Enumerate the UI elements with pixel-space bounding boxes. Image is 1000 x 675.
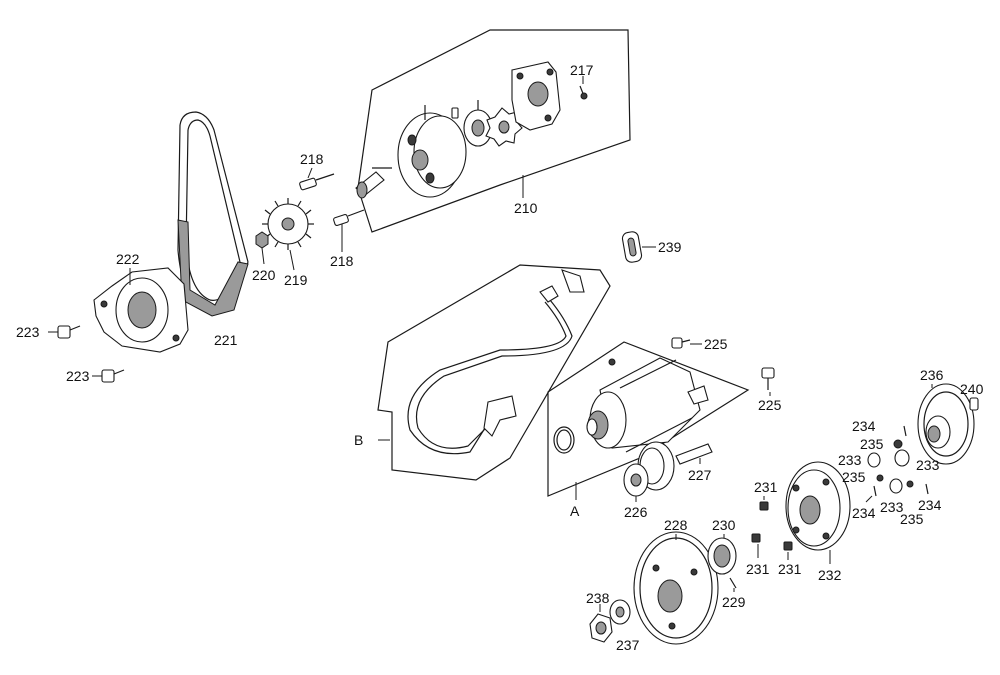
key-240-part [969,397,979,411]
pump-outer-rotor-part [485,107,523,147]
label-236: 236 [920,367,944,383]
bearing-230-part [707,534,737,575]
label-228: 228 [664,517,688,533]
pump-pin-part [451,107,459,119]
clutch-232-part [785,461,851,564]
screw-231-a-part [759,496,769,511]
label-220: 220 [252,267,276,283]
label-group-b: B [354,432,363,448]
screw-223-upper-part [48,325,81,339]
label-230: 230 [712,517,736,533]
label-235-c: 235 [900,511,924,527]
label-225-upper: 225 [704,336,728,352]
label-223-upper: 223 [16,324,40,340]
label-234-c: 234 [852,505,876,521]
label-231-c: 231 [778,561,802,577]
sprocket-219-part [262,198,314,271]
plate-236-part [917,383,975,465]
bolt-218-lower-part [333,209,365,252]
bolt-218-upper-part [299,167,335,191]
gear-226-part [623,441,675,502]
label-235-a: 235 [860,436,884,452]
label-231-b: 231 [746,561,770,577]
label-238: 238 [586,590,610,606]
pump-body-part [397,105,467,198]
label-226: 226 [624,504,648,520]
label-223-lower: 223 [66,368,90,384]
drive-chain-part [177,111,249,317]
screw-231-c-part [783,541,793,560]
label-231-a: 231 [754,479,778,495]
screw-225-upper-part [671,337,702,349]
label-239: 239 [658,239,682,255]
screw-223-lower-part [92,369,125,383]
screw-231-b-part [751,533,761,558]
nut-238-part [589,604,613,643]
part-labels: 210 217 218 218 219 220 221 222 223 223 … [16,62,984,653]
label-233-a: 233 [838,452,862,468]
starter-motor-group-outline [547,341,750,497]
starter-motor-group-a [547,341,750,500]
o-ring-part [553,426,575,454]
label-234-a: 234 [852,418,876,434]
nut-220-part [255,231,269,265]
label-222: 222 [116,251,140,267]
label-227: 227 [688,467,712,483]
label-240: 240 [960,381,984,397]
label-group-a: A [570,503,580,519]
wiring-group-b [377,264,611,481]
label-232: 232 [818,567,842,583]
screw-225-lower-part [761,367,775,396]
label-234-b: 234 [918,497,942,513]
label-218-lower: 218 [330,253,354,269]
label-217: 217 [570,62,594,78]
roller-set-part [865,425,929,503]
label-233-b: 233 [916,457,940,473]
plate-222-part [93,267,189,353]
label-210: 210 [514,200,538,216]
label-218-upper: 218 [300,151,324,167]
screw-217-part [579,85,588,100]
oil-pump-group [355,29,631,233]
label-233-c: 233 [880,499,904,515]
gear-228-part [633,531,719,645]
wiring-group-outline [377,264,611,481]
label-225-lower: 225 [758,397,782,413]
starter-motor-part [586,357,709,453]
pump-cover-part [511,61,561,131]
shaft-227-part [675,443,713,465]
washer-237-part [609,599,631,625]
pump-shaft-part [355,167,392,199]
label-237: 237 [616,637,640,653]
cover-239-part [621,231,656,263]
pin-229-part [729,577,737,592]
label-235-b: 235 [842,469,866,485]
label-221: 221 [214,332,238,348]
label-229: 229 [722,594,746,610]
label-219: 219 [284,272,308,288]
